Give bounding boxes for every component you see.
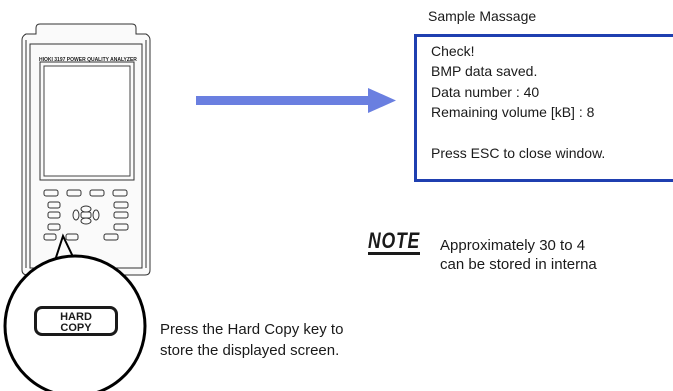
hard-copy-key-line1: HARD [60,311,92,323]
note-label: NOTE [368,228,421,255]
caption-line2: store the displayed screen. [160,342,340,359]
note-text: Approximately 30 to 4 can be stored in i… [440,236,673,274]
device-model-label: HIOKI 3197 POWER QUALITY ANALYZER [39,57,137,63]
message-line-remaining: Remaining volume [kB] : 8 [431,104,595,121]
hard-copy-key[interactable]: HARD COPY [34,306,118,336]
message-title: Sample Massage [428,8,537,24]
message-line-check: Check! [431,43,475,59]
hard-copy-key-line2: COPY [60,322,92,334]
sample-message-window: Check! BMP data saved. Data number : 40 … [414,34,673,182]
note-line1: Approximately 30 to 4 [440,237,586,254]
message-line-data-number: Data number : 40 [431,83,540,100]
note-line2: can be stored in interna [440,256,597,273]
caption-line1: Press the Hard Copy key to [160,321,344,338]
message-spacer [431,123,673,143]
message-line-press-esc: Press ESC to close window. [431,144,606,161]
analyzer-device [21,23,151,276]
right-arrow-icon [196,88,396,113]
caption: Press the Hard Copy key to store the dis… [160,319,343,361]
message-line-saved: BMP data saved. [431,63,538,80]
